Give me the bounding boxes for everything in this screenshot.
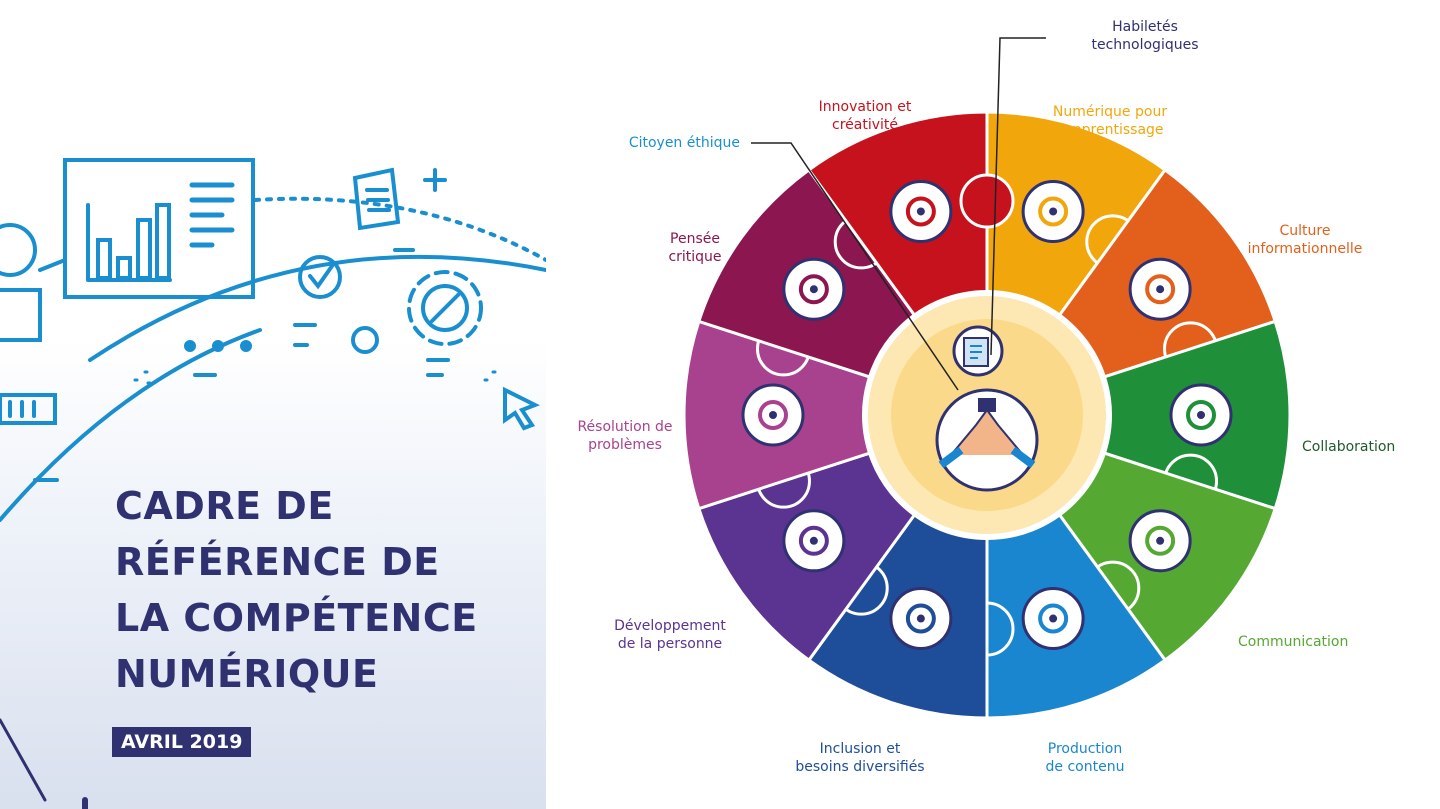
document-title-line-2: RÉFÉRENCE DE [115,540,440,584]
label-inclusion-besoins: Inclusion et besoins diversifiés [795,741,925,775]
laptop-learning-icon [1021,179,1085,243]
label-resolution-problemes: Résolution de problèmes [577,419,673,453]
callout-line-habiletes [990,37,1046,356]
brain-icon [782,257,846,321]
puzzle-knob [959,173,1015,229]
chat-bubbles-icon [1128,509,1192,573]
document-title-line-3: LA COMPÉTENCE [115,596,478,640]
document-icon [352,167,401,231]
team-gear-icon [1169,383,1233,447]
check-circle-icon [298,255,342,299]
network-computers-icon [782,509,846,573]
tablet-touch-icon [952,325,1004,377]
callout-line-citoyen [751,142,959,391]
label-innovation-creativite: Innovation et créativité [818,99,912,133]
label-culture-informationnelle: Culture informationnelle [1247,223,1363,257]
chart-board-icon [63,158,255,299]
label-habiletes-technologiques: Habiletés technologiques [1091,19,1199,53]
cycle-arrows-icon [889,587,953,651]
cursor-icon [503,386,540,431]
hands-together-icon [935,388,1039,492]
gear-icon [421,284,469,332]
cover-illustration [0,158,546,809]
competency-wheel [682,37,1292,720]
plus-icon [423,168,447,192]
person-icon [0,223,37,277]
label-pensee-critique: Pensée critique [668,231,722,265]
label-collaboration: Collaboration [1302,439,1396,455]
document-title-line-4: NUMÉRIQUE [115,652,379,696]
label-production-contenu: Production de contenu [1045,741,1125,775]
label-communication: Communication [1238,634,1349,650]
target-icon [741,383,805,447]
cover-panel: CADRE DE RÉFÉRENCE DE LA COMPÉTENCE NUMÉ… [0,0,546,809]
document-title-line-1: CADRE DE [115,484,334,528]
label-citoyen-ethique: Citoyen éthique [628,135,740,151]
battery-icon [0,393,57,425]
video-screen-icon [1021,587,1085,651]
date-badge: AVRIL 2019 [112,727,252,757]
label-developpement-personne: Développement de la personne [614,618,726,652]
document-search-icon [1128,257,1192,321]
label-numerique-apprentissage: Numérique pour l'apprentissage [1052,104,1168,138]
lightbulb-icon [889,179,953,243]
